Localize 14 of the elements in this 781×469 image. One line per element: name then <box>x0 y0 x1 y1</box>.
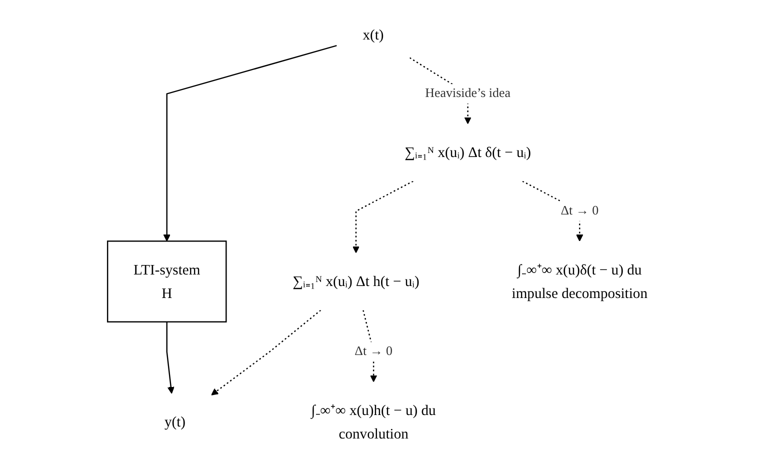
node-text: ∫₋∞⁺∞ x(u)δ(t − u) du impulse decomposition <box>512 261 648 301</box>
node-text: ∑ᵢ₌₁ᴺ x(uᵢ) Δt h(t − uᵢ) <box>292 273 420 290</box>
node-text: x(t) <box>362 26 384 43</box>
node-box: LTI-system H <box>106 240 227 322</box>
edge-label: Heaviside’s idea <box>425 86 510 100</box>
edge-label: Δt → 0 <box>354 344 393 358</box>
node-text: y(t) <box>164 414 186 430</box>
edge-label: Δt → 0 <box>560 204 599 218</box>
arrow <box>211 310 322 396</box>
arrow <box>163 44 337 242</box>
node-text: ∫₋∞⁺∞ x(u)h(t − u) du convolution <box>311 402 436 442</box>
arrow <box>352 180 414 254</box>
arrow <box>166 322 174 394</box>
node-text: ∑ᵢ₌₁ᴺ x(uᵢ) Δt δ(t − uᵢ) <box>404 144 531 160</box>
